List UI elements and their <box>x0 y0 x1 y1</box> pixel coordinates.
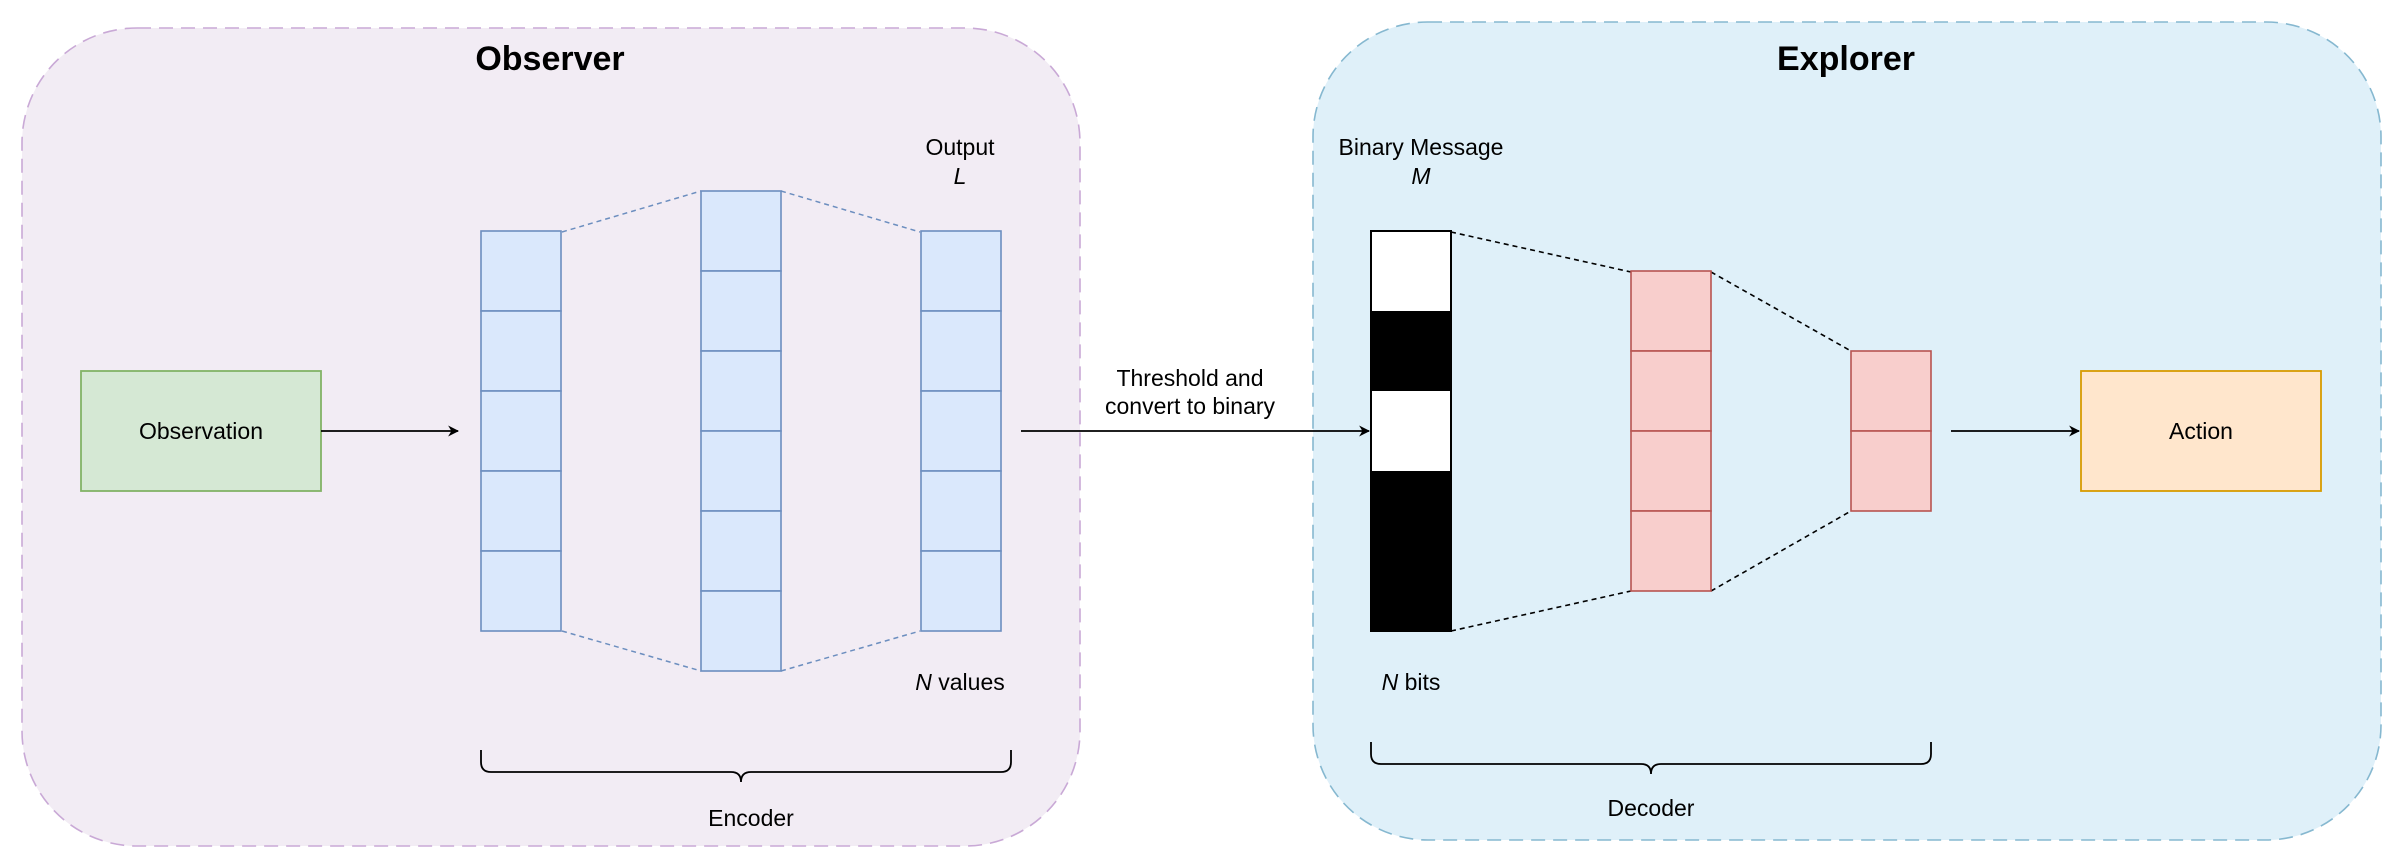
binary-message <box>1370 230 1452 632</box>
decoder-layer-1-cell <box>1630 270 1712 352</box>
output-label-line1: Output <box>925 134 995 160</box>
observer-title: Observer <box>475 40 624 78</box>
binary-bit <box>1371 551 1451 631</box>
explorer-title: Explorer <box>1777 40 1915 78</box>
encoder-brace <box>480 750 1012 783</box>
encoder-layer-2-cell <box>700 510 782 592</box>
encoder-layer-3-cell <box>920 470 1002 552</box>
bits-var: N <box>1382 669 1399 695</box>
bits-caption: N bits <box>1382 669 1441 695</box>
encoder-connector-top-1 <box>561 190 702 233</box>
decoder-layer-1-cell <box>1630 430 1712 512</box>
observation-box <box>80 370 322 492</box>
encoder-layer-3-cell <box>920 310 1002 392</box>
threshold-label-line1: Threshold and <box>1116 365 1263 391</box>
decoder-layer-2-cell <box>1850 430 1932 512</box>
decoder-connector-bottom-1 <box>1450 590 1632 632</box>
encoder-layer-3-cell <box>920 230 1002 312</box>
encoder-layer-1-cell <box>480 470 562 552</box>
encoder-layer-2-cell <box>700 430 782 512</box>
binary-bit <box>1371 391 1451 471</box>
binary-bit <box>1371 311 1451 391</box>
encoder-connector-bottom-2 <box>780 630 921 672</box>
encoder-layer-1-cell <box>480 230 562 312</box>
encoder-layer-2-cell <box>700 350 782 432</box>
encoder-layer-1-cell <box>480 310 562 392</box>
decoder-layer-2-cell <box>1850 350 1932 432</box>
threshold-label-line2: convert to binary <box>1105 393 1276 419</box>
decoder-layer-1-cell <box>1630 350 1712 432</box>
encoder-layer-1-cell <box>480 390 562 472</box>
values-caption: N values <box>915 669 1005 695</box>
encoder-connector-top-2 <box>780 190 921 233</box>
action-label: Action <box>2169 418 2233 444</box>
encoder-layer-2-cell <box>700 190 782 272</box>
explorer-panel-bg <box>1312 21 2382 841</box>
observation-node: Observation <box>80 370 322 492</box>
encoder-label: Encoder <box>708 805 794 831</box>
encoder-layer-1-cell <box>480 550 562 632</box>
decoder-connector-top-1 <box>1450 231 1632 273</box>
decoder-connectors <box>1450 231 1852 632</box>
output-label-line2: L <box>954 163 967 189</box>
action-box <box>2080 370 2322 492</box>
decoder-layer-1 <box>1630 270 1712 592</box>
encoder-layer-3-cell <box>920 550 1002 632</box>
binary-bit <box>1371 231 1451 311</box>
encoder-connector-bottom-1 <box>561 630 702 672</box>
observation-label: Observation <box>139 418 263 444</box>
binary-bit <box>1371 471 1451 551</box>
action-node: Action <box>2080 370 2322 492</box>
values-var: N <box>915 669 932 695</box>
decoder-layer-1-cell <box>1630 510 1712 592</box>
decoder-label: Decoder <box>1608 795 1695 821</box>
encoder-layer-3-cell <box>920 390 1002 472</box>
encoder-layer-3 <box>920 230 1002 632</box>
bits-text: bits <box>1398 669 1440 695</box>
encoder-layer-2-cell <box>700 590 782 672</box>
encoder-layer-2 <box>700 190 782 672</box>
explorer-panel: Explorer <box>1312 21 2382 841</box>
decoder-layer-2 <box>1850 350 1932 512</box>
binary-message-label-line1: Binary Message <box>1339 134 1504 160</box>
binary-message-label-line2: M <box>1411 163 1431 189</box>
binary-message-frame <box>1370 230 1452 632</box>
encoder-connectors <box>561 190 921 672</box>
encoder-layer-2-cell <box>700 270 782 352</box>
decoder-brace <box>1370 742 1932 775</box>
values-text: values <box>932 669 1005 695</box>
encoder-layer-1 <box>480 230 562 632</box>
